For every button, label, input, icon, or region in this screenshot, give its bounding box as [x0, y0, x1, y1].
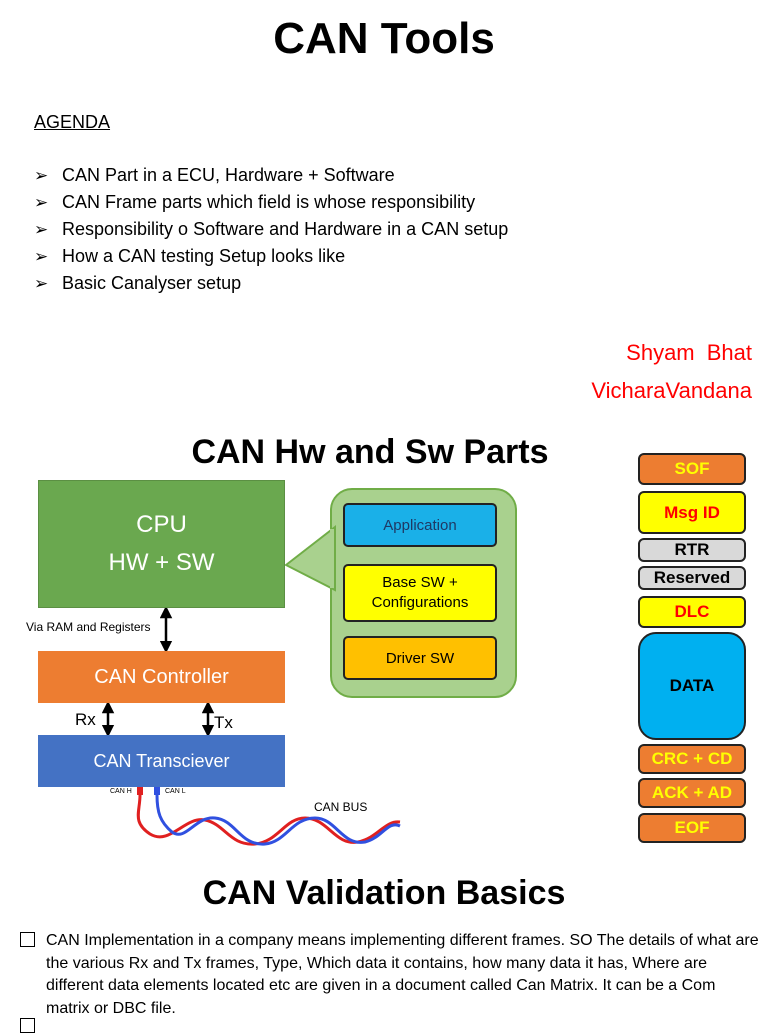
base-sw-label: Base SW +: [382, 574, 458, 591]
callout-pointer: [284, 524, 336, 592]
frame-field-msg-id: Msg ID: [638, 491, 746, 534]
frame-field-ack: ACK + AD: [638, 778, 746, 808]
can-h-connector: [137, 786, 143, 795]
agenda-item-text: CAN Frame parts which field is whose res…: [62, 192, 476, 212]
frame-field-crc: CRC + CD: [638, 744, 746, 774]
bullet-arrow-icon: ➢: [34, 166, 49, 185]
application-layer: Application: [343, 503, 497, 547]
agenda-item-text: How a CAN testing Setup looks like: [62, 246, 346, 266]
rx-label: Rx: [75, 710, 96, 729]
frame-field-eof: EOF: [638, 813, 746, 843]
bullet-arrow-icon: ➢: [34, 220, 49, 239]
can-l-connector: [154, 786, 160, 795]
via-ram-label: Via RAM and Registers: [26, 620, 151, 634]
can-l-wire: [155, 794, 401, 846]
agenda-item-text: Basic Canalyser setup: [62, 273, 242, 293]
frame-field-sof: SOF: [638, 453, 746, 485]
frame-field-dlc: DLC: [638, 596, 746, 628]
author-organization: VicharaVandana: [591, 378, 752, 403]
can-transceiver-block: CAN Transciever: [38, 735, 285, 787]
can-h-label: CAN H: [110, 788, 132, 795]
cpu-label: CPU: [136, 511, 187, 538]
can-l-label: CAN L: [165, 788, 186, 795]
diagram-title: CAN Hw and Sw Parts: [191, 433, 549, 471]
validation-paragraph: CAN Implementation in a company means im…: [20, 930, 760, 1020]
tx-label: Tx: [214, 713, 233, 732]
page-title: CAN Tools: [273, 14, 495, 63]
frame-field-data: DATA: [638, 632, 746, 740]
cpu-hw-sw-label: HW + SW: [108, 549, 215, 576]
agenda-item-text: Responsibility o Software and Hardware i…: [62, 219, 509, 239]
bullet-arrow-icon: ➢: [34, 193, 49, 212]
bullet-arrow-icon: ➢: [34, 247, 49, 266]
agenda-item: ➢ CAN Frame parts which field is whose re…: [34, 189, 508, 216]
base-sw-layer: Base SW + Configurations: [343, 564, 497, 622]
driver-sw-layer: Driver SW: [343, 636, 497, 680]
bullet-arrow-icon: ➢: [34, 274, 49, 293]
agenda-item-text: CAN Part in a ECU, Hardware + Software: [62, 165, 395, 185]
checkbox-bullet-icon: [20, 932, 35, 947]
cpu-block: CPU HW + SW: [38, 480, 285, 608]
agenda-item: ➢ CAN Part in a ECU, Hardware + Software: [34, 162, 508, 189]
frame-field-reserved: Reserved: [638, 566, 746, 590]
agenda-item: ➢ Responsibility o Software and Hardware …: [34, 216, 508, 243]
agenda-list: ➢CAN Part in a ECU, Hardware + Software …: [34, 162, 508, 297]
validation-title: CAN Validation Basics: [202, 874, 566, 912]
agenda-item: ➢ How a CAN testing Setup looks like: [34, 243, 508, 270]
configurations-label: Configurations: [371, 594, 469, 611]
can-controller-block: CAN Controller: [38, 651, 285, 703]
frame-field-rtr: RTR: [638, 538, 746, 562]
agenda-heading: AGENDA: [34, 112, 111, 132]
can-bus-label: CAN BUS: [314, 800, 368, 814]
author-name: Shyam Bhat: [626, 340, 752, 365]
agenda-item: ➢ Basic Canalyser setup: [34, 270, 508, 297]
validation-text: CAN Implementation in a company means im…: [46, 932, 759, 1017]
checkbox-bullet-icon: [20, 1018, 35, 1033]
